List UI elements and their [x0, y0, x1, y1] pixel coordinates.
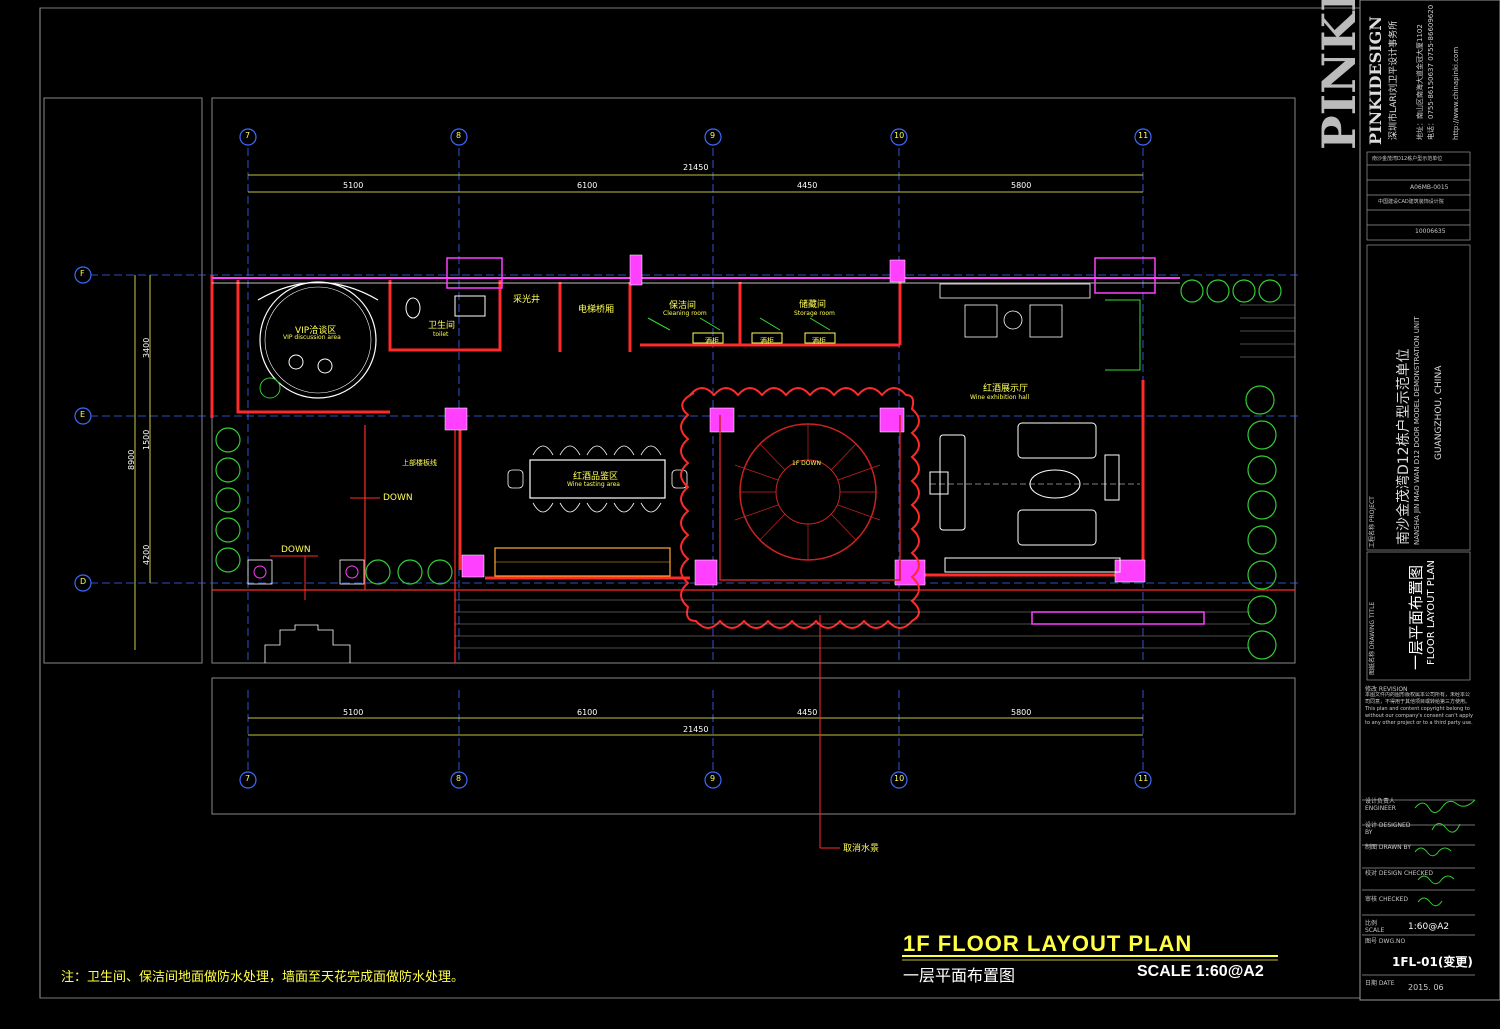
down-label-2: DOWN — [281, 545, 311, 555]
row-marker-2: E — [80, 410, 86, 419]
grid-marker-2: 8 — [456, 131, 462, 140]
brand-name-cn: 深圳市LARI刘卫平设计事务所 — [1389, 20, 1399, 140]
revision-text: 本图文件内的图形版权属本公司所有，未经本公司同意，不得用于其他项目或转给第三方使… — [1365, 692, 1473, 726]
drawing-title-label: 图纸名称 DRAWING TITLE — [1369, 601, 1376, 675]
tb-drawing-title-en: FLOOR LAYOUT PLAN — [1426, 560, 1437, 665]
grid-marker-b3: 9 — [710, 774, 716, 783]
contact-line-2: 电话：0755-86150637 0755-86609620 — [1427, 4, 1435, 140]
dwg-value: 1FL-01(变更) — [1392, 955, 1473, 969]
water-feature-note: 取消水景 — [843, 844, 880, 854]
dim-left-3: 4200 — [142, 544, 151, 565]
signatures — [1414, 799, 1476, 907]
room-tasting-cn: 红酒品鉴区 — [573, 472, 619, 482]
grid-marker-b4: 10 — [894, 774, 905, 783]
grid-marker-1: 7 — [245, 131, 251, 140]
checked-label: 校对 DESIGN CHECKED — [1365, 870, 1433, 877]
grid-marker-b1: 7 — [245, 774, 251, 783]
scale-label: 比例 SCALE — [1365, 920, 1385, 934]
drawing-title-cn: 一层平面布置图 — [903, 966, 1016, 985]
tb-table-3: 中国建设CAD建筑装饰设计院 — [1378, 199, 1444, 205]
dim-bot-seg-2: 6100 — [577, 708, 598, 717]
grid-marker-5: 11 — [1138, 131, 1149, 140]
dim-bottom-total: 21450 — [683, 725, 709, 734]
room-vip-en: VIP discussion area — [283, 334, 341, 341]
cabinet-label-1: 酒柜 — [705, 337, 719, 345]
project-city: GUANGZHOU, CHINA — [1434, 365, 1444, 460]
date-value: 2015. 06 — [1408, 983, 1444, 992]
dwg-label: 图号 DWG.NO — [1365, 938, 1406, 945]
dim-top-total: 21450 — [683, 163, 709, 172]
cabinet-label-3: 酒柜 — [812, 337, 826, 345]
room-light-well: 采光井 — [513, 295, 541, 305]
dim-bot-seg-1: 5100 — [343, 708, 364, 717]
contact-line-1: 地址：南山区南海大道金冠大厦1102 — [1416, 24, 1424, 140]
project-name-cn: 南沙金茂湾D12栋户型示范单位 — [1396, 348, 1412, 545]
brand-logo: PINKIDESIGN — [1366, 16, 1385, 145]
dim-left-total: 8900 — [127, 449, 136, 470]
grid-marker-4: 10 — [894, 131, 905, 140]
dim-top-seg-1: 5100 — [343, 181, 364, 190]
project-name-en: NANSHA JIN MAO WAN D12 DOOR MODEL DEMONS… — [1413, 316, 1421, 545]
room-storage-en: Storage room — [794, 310, 835, 317]
dim-left-2: 1500 — [142, 429, 151, 450]
drawing-note: 注：卫生间、保洁间地面做防水处理，墙面至天花完成面做防水处理。 — [61, 970, 465, 985]
room-wine-hall-cn: 红酒展示厅 — [983, 384, 1029, 394]
room-storage-cn: 储藏间 — [799, 300, 827, 310]
drawn-label: 制图 DRAWN BY — [1365, 844, 1412, 851]
tb-table-2: A06MB-0015 — [1410, 184, 1449, 191]
engineer-label: 设计负责人 ENGINEER — [1365, 798, 1396, 812]
dim-top-seg-2: 6100 — [577, 181, 598, 190]
dim-top-seg-4: 5800 — [1011, 181, 1032, 190]
scale-value: 1:60@A2 — [1408, 922, 1450, 932]
project-label: 工程名称 PROJECT — [1369, 496, 1376, 548]
grid-marker-b2: 8 — [456, 774, 462, 783]
date-label: 日期 DATE — [1365, 980, 1395, 987]
approved-label: 审核 CHECKED — [1365, 896, 1408, 903]
cabinet-label-2: 酒柜 — [760, 337, 774, 345]
revision-label: 修改 REVISION — [1365, 686, 1408, 693]
room-toilet-cn: 卫生间 — [428, 321, 456, 331]
row-marker-3: D — [80, 577, 87, 586]
tb-table-4: 10006635 — [1415, 228, 1446, 235]
drawing-title-en: 1F FLOOR LAYOUT PLAN — [903, 931, 1193, 956]
dim-top-seg-3: 4450 — [797, 181, 818, 190]
tb-drawing-title-cn: 一层平面布置图 — [1407, 564, 1425, 670]
room-elevator: 电梯桥厢 — [578, 305, 615, 315]
room-tasting-en: Wine tasting area — [567, 481, 620, 488]
designed-label: 设计 DESIGNED BY — [1365, 822, 1411, 836]
dim-bot-seg-4: 5800 — [1011, 708, 1032, 717]
down-label-1: DOWN — [383, 493, 413, 503]
contact-line-3: http://www.chinapinki.com — [1452, 46, 1460, 140]
brand-watermark: PINKI — [1312, 0, 1366, 150]
grid-marker-b5: 11 — [1138, 774, 1149, 783]
dim-bot-seg-3: 4450 — [797, 708, 818, 717]
room-cleaning-cn: 保洁间 — [669, 301, 697, 311]
room-wine-hall-en: Wine exhibition hall — [970, 394, 1030, 401]
upper-floor-line-label: 上部楼板线 — [402, 459, 437, 467]
drawing-scale: SCALE 1:60@A2 — [1137, 963, 1264, 980]
grid-marker-3: 9 — [710, 131, 716, 140]
dim-left-1: 3400 — [142, 337, 151, 358]
room-vip-cn: VIP洽谈区 — [295, 326, 337, 336]
row-marker-1: F — [80, 269, 85, 278]
room-cleaning-en: Cleaning room — [663, 310, 707, 317]
room-toilet-en: toilet — [433, 331, 449, 338]
stair-label: 1F DOWN — [792, 460, 821, 467]
tb-table-1: 南沙金茂湾D12栋户型示范单位 — [1372, 156, 1443, 162]
